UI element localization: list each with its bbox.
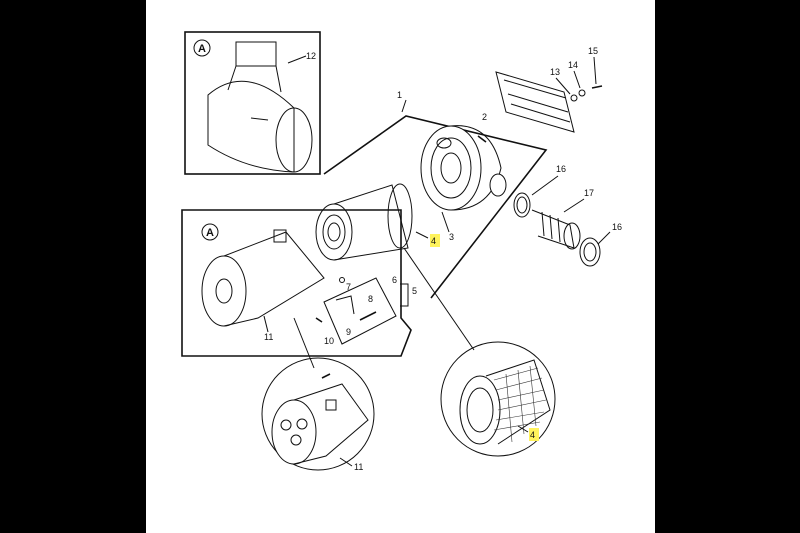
assembly-outline bbox=[323, 99, 548, 299]
part-label-10: 10 bbox=[324, 336, 334, 346]
hose-clamp-lower bbox=[579, 237, 601, 267]
outer-filter bbox=[201, 229, 325, 327]
detail-circle-right bbox=[440, 341, 556, 457]
part-label-1: 1 bbox=[397, 90, 402, 100]
part-label-17: 17 bbox=[584, 188, 594, 198]
detail-a-marker-lower: A bbox=[201, 223, 219, 241]
part-label-6: 6 bbox=[392, 275, 397, 285]
part-label-4: 4 bbox=[431, 236, 436, 246]
detail-circle-left bbox=[261, 357, 375, 471]
part-label-11-detail: 11 bbox=[354, 462, 363, 472]
part-label-9: 9 bbox=[346, 327, 351, 337]
highlight-part-4-detail bbox=[529, 428, 539, 441]
part-label-3: 3 bbox=[449, 232, 454, 242]
plug-part bbox=[477, 135, 487, 143]
part-label-13: 13 bbox=[550, 67, 560, 77]
small-parts-group bbox=[315, 277, 397, 345]
fastener-hardware bbox=[570, 85, 603, 102]
detail-a-marker-top: A bbox=[193, 39, 211, 57]
filter-element bbox=[315, 183, 413, 261]
part-label-14: 14 bbox=[568, 60, 578, 70]
mounting-bracket bbox=[495, 71, 575, 133]
part-label-5: 5 bbox=[412, 286, 417, 296]
part-label-11: 11 bbox=[264, 332, 273, 342]
detail-marker-label: A bbox=[198, 43, 206, 55]
part-label-7: 7 bbox=[346, 282, 351, 292]
lower-exploded-box bbox=[181, 209, 412, 357]
leader-to-detail-right bbox=[403, 247, 475, 351]
part-label-16-lower: 16 bbox=[612, 222, 622, 232]
hose bbox=[531, 209, 581, 250]
parts-diagram-sheet: A 12 1 3 2 4 13 14 bbox=[146, 0, 655, 533]
leader-to-detail-left bbox=[293, 317, 315, 369]
part-label-4-detail: 4 bbox=[530, 430, 535, 440]
exploded-view-diagram: A 12 1 3 2 4 13 14 bbox=[181, 31, 622, 472]
part-label-12: 12 bbox=[306, 51, 316, 61]
part-label-2: 2 bbox=[482, 112, 487, 122]
detail-a-box bbox=[184, 31, 321, 175]
highlight-part-4 bbox=[430, 234, 440, 247]
detail-marker-label-lower: A bbox=[206, 227, 214, 239]
housing-cap bbox=[420, 125, 507, 211]
part-label-15: 15 bbox=[588, 46, 598, 56]
part-label-8: 8 bbox=[368, 294, 373, 304]
part-label-16-upper: 16 bbox=[556, 164, 566, 174]
hose-clamp-upper bbox=[513, 192, 531, 218]
